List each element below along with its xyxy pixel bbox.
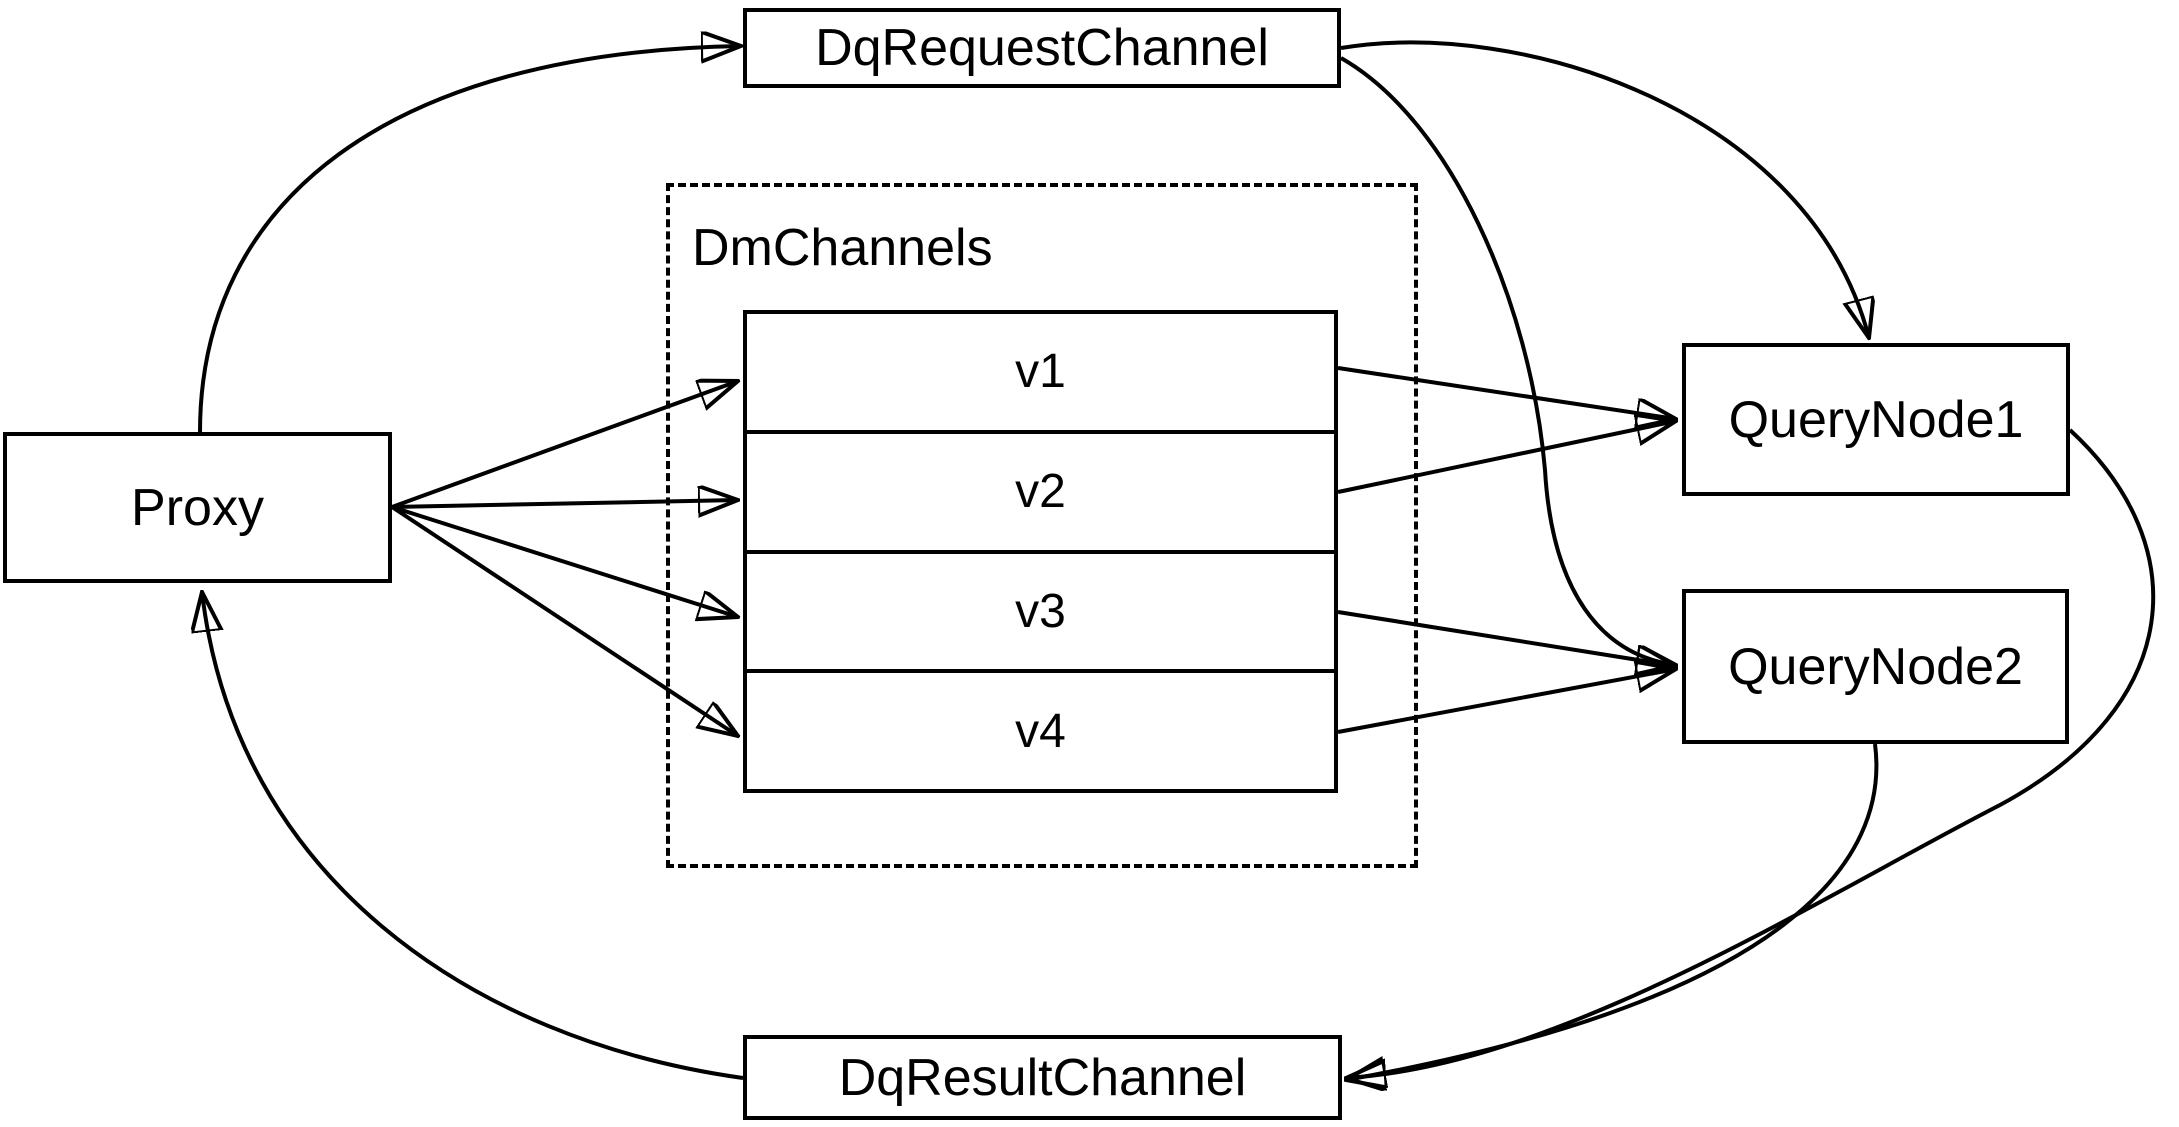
channel-v1-label: v1 bbox=[1015, 345, 1066, 399]
channel-v4-label: v4 bbox=[1015, 704, 1066, 758]
edge-proxy-to-dqrequestchannel bbox=[198, 46, 741, 433]
channel-row-v4: v4 bbox=[747, 673, 1334, 789]
channel-row-v1: v1 bbox=[747, 314, 1334, 434]
dmchannels-group-box bbox=[666, 183, 1418, 868]
node-dqresultchannel: DqResultChannel bbox=[743, 1035, 1342, 1120]
edge-v1-to-querynode1 bbox=[1337, 366, 1676, 419]
channel-v2-label: v2 bbox=[1015, 465, 1066, 519]
channel-stack: v1 v2 v3 v4 bbox=[743, 310, 1338, 793]
edge-dqrequestchannel-to-querynode2 bbox=[1340, 56, 1676, 665]
channel-row-v2: v2 bbox=[747, 434, 1334, 554]
node-querynode1: QueryNode1 bbox=[1682, 343, 2070, 496]
node-proxy: Proxy bbox=[3, 432, 392, 583]
node-querynode2-label: QueryNode2 bbox=[1728, 637, 2023, 696]
node-dqrequestchannel: DqRequestChannel bbox=[743, 8, 1341, 88]
channel-row-v3: v3 bbox=[747, 554, 1334, 674]
edge-querynode2-to-dqresultchannel bbox=[1346, 743, 1879, 1080]
node-proxy-label: Proxy bbox=[131, 478, 264, 537]
edge-v2-to-querynode1 bbox=[1337, 421, 1676, 494]
node-dqrequestchannel-label: DqRequestChannel bbox=[815, 19, 1269, 77]
dmchannels-label: DmChannels bbox=[692, 219, 993, 277]
node-dqresultchannel-label: DqResultChannel bbox=[838, 1048, 1247, 1107]
node-querynode1-label: QueryNode1 bbox=[1728, 390, 2024, 449]
node-querynode2: QueryNode2 bbox=[1682, 589, 2069, 744]
edge-proxy-to-v1 bbox=[391, 381, 738, 509]
edge-v4-to-querynode2 bbox=[1337, 669, 1676, 734]
edge-proxy-to-v3 bbox=[391, 505, 738, 617]
edge-v3-to-querynode2 bbox=[1337, 610, 1676, 666]
edge-proxy-to-v4 bbox=[390, 505, 738, 736]
edge-dqrequestchannel-to-querynode1 bbox=[1340, 40, 1869, 338]
edge-querynode1-to-dqresultchannel bbox=[1346, 428, 2156, 1078]
channel-v3-label: v3 bbox=[1015, 584, 1066, 638]
edge-proxy-to-v2 bbox=[391, 500, 738, 507]
edge-dqresultchannel-to-proxy bbox=[202, 592, 744, 1080]
